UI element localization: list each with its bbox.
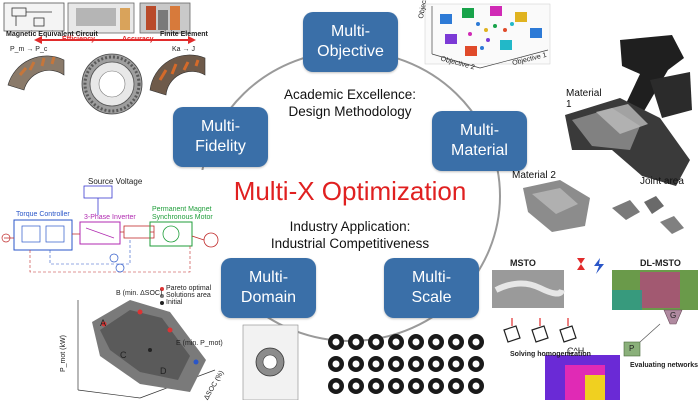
efficiency-label: Efficiency [62,36,96,43]
industry-caption: Industry Application: Industrial Competi… [270,219,430,251]
material2-label: Material 2 [512,170,556,181]
accuracy-label: Accuracy [122,36,154,43]
point-a-label: A [100,318,107,328]
fidelity-right-sub: Ka → J [172,46,195,53]
multi-scale-box: Multi- Scale [384,258,479,318]
joint-area-label: Joint area [640,176,684,187]
fidelity-right-label: Finite Element [160,31,208,38]
legend-initial: Initial [166,299,183,306]
multi-material-box: Multi- Material [432,111,527,171]
legend-pareto: Pareto optimal [166,285,212,292]
g-label: G [670,311,677,320]
diagram-title: Multi-X Optimization [233,176,467,206]
academic-caption: Academic Excellence: Design Methodology [283,87,417,119]
source-voltage-label: Source Voltage [88,177,143,186]
torque-controller-label: Torque Controller [16,211,70,218]
motor-label: Permanent Magnet Synchronous Motor [152,206,213,221]
ch-label: C^H [567,346,585,356]
point-c-label: C [120,350,127,360]
fidelity-left-sub: P_m → P_c [10,46,48,53]
multi-fidelity-box: Multi- Fidelity [173,107,268,167]
legend-solutions: Solutions area [166,292,211,299]
fidelity-left-label: Magnetic Equivalent Circuit [6,31,98,38]
evaluating-networks-label: Evaluating networks [630,362,699,369]
point-b-label: B (min. ΔSOC) [116,290,163,297]
msto-title: MSTO [510,258,536,268]
point-e-label: E (min. P_mot) [176,340,223,347]
material1-label: Material 1 [566,88,602,110]
solving-homogenization-label: Solving homogenization [510,351,591,358]
point-d-label: D [160,366,167,376]
p-label: P [629,344,635,353]
multi-domain-box: Multi- Domain [221,258,316,318]
dl-msto-title: DL-MSTO [640,258,681,268]
inverter-label: 3-Phase Inverter [84,214,136,221]
multi-objective-box: Multi- Objective [303,12,398,72]
